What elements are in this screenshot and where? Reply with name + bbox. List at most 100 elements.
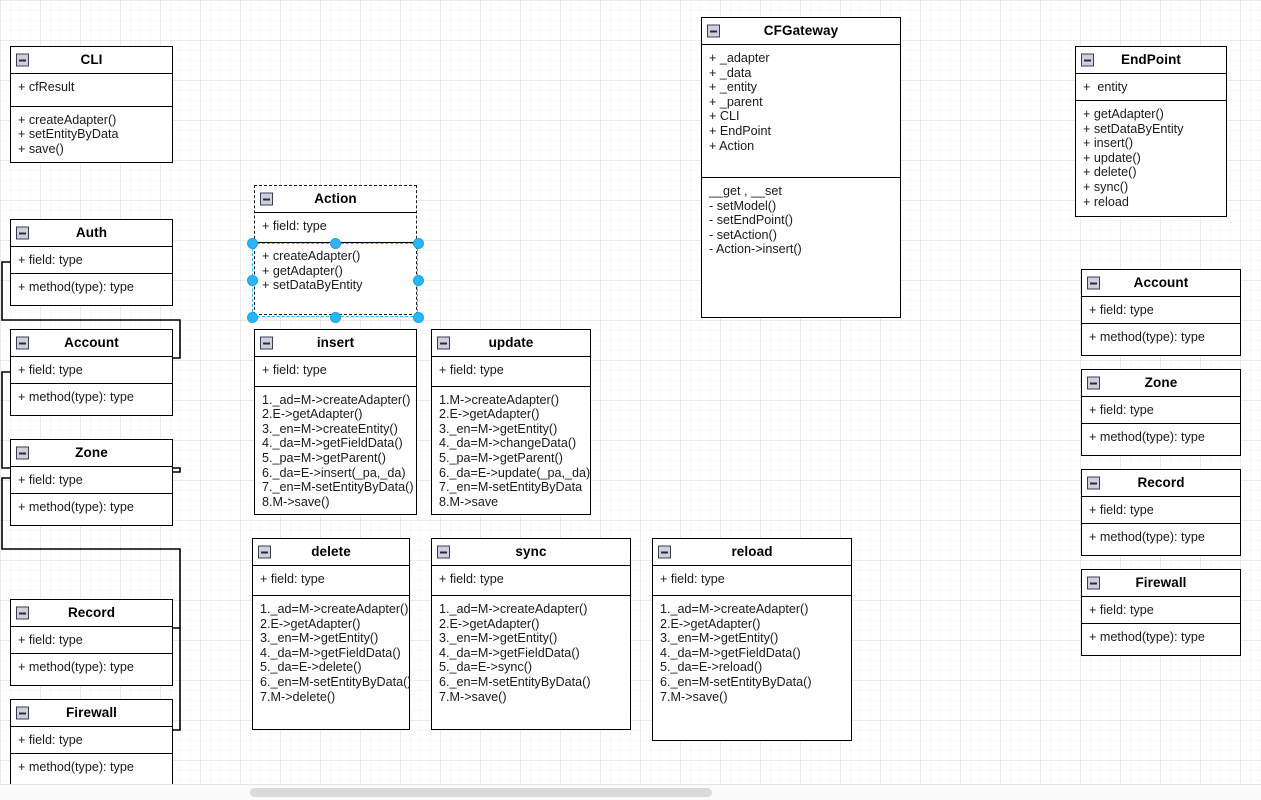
uml-class-zone-left[interactable]: Zone+ field: type + method(type): type: [10, 439, 173, 526]
uml-method: 6._en=M-setEntityByData(): [660, 674, 812, 689]
minus-square-icon[interactable]: [707, 24, 720, 38]
uml-methods-compartment: 1.M->createAdapter()2.E->getAdapter()3._…: [432, 386, 590, 514]
uml-method: - Action->insert(): [709, 242, 802, 257]
uml-class-record-left[interactable]: Record+ field: type+ method(type): type: [10, 599, 173, 686]
resize-handle-s[interactable]: [329, 311, 341, 323]
minus-square-icon[interactable]: [437, 545, 450, 559]
uml-method: + method(type): type: [18, 660, 134, 674]
resize-handle-n[interactable]: [329, 237, 341, 249]
uml-class-cfgateway[interactable]: CFGateway+ _adapter+ _data+ _entity+ _pa…: [701, 17, 901, 318]
uml-attributes-compartment: + field: type: [11, 467, 172, 494]
uml-attribute: + field: type: [18, 253, 83, 267]
uml-class-header: Zone: [1082, 370, 1240, 397]
horizontal-scrollbar[interactable]: [0, 784, 1261, 800]
minus-square-icon[interactable]: [658, 545, 671, 559]
uml-class-name: Record: [1137, 475, 1185, 491]
uml-class-name: Firewall: [1135, 575, 1187, 591]
resize-handle-nw[interactable]: [246, 237, 258, 249]
uml-methods-compartment: + method(type): type: [1082, 624, 1240, 655]
uml-method: 1._ad=M->createAdapter(): [660, 602, 809, 616]
uml-method: + setDataByEntity: [262, 278, 363, 293]
uml-method: 5._da=E->sync(): [439, 660, 533, 675]
uml-class-auth[interactable]: Auth + field: type + method(type): type: [10, 219, 173, 306]
uml-attribute: + field: type: [18, 363, 83, 377]
uml-class-action[interactable]: Action+ field: type+ createAdapter()+ ge…: [254, 185, 417, 315]
uml-class-name: Record: [67, 605, 116, 621]
uml-class-zone-right[interactable]: Zone+ field: type + method(type): type: [1081, 369, 1241, 456]
uml-attribute: + field: type: [1089, 303, 1154, 317]
uml-method: 3._en=M->getEntity(): [439, 421, 558, 436]
uml-class-name: Auth: [75, 225, 108, 241]
resize-handle-sw[interactable]: [246, 311, 258, 323]
uml-class-header: Auth: [11, 220, 172, 247]
uml-class-header: Action: [255, 186, 416, 213]
uml-method: 1._ad=M->createAdapter(): [260, 602, 409, 616]
uml-class-header: Zone: [11, 440, 172, 467]
uml-method: + method(type): type: [18, 390, 134, 404]
uml-attribute: + field: type: [1089, 503, 1154, 517]
minus-square-icon[interactable]: [260, 336, 273, 350]
uml-class-account-right[interactable]: Account+ field: type+ method(type): type: [1081, 269, 1241, 356]
uml-methods-compartment: + method(type): type: [11, 274, 172, 305]
uml-method: 5._da=E->reload(): [660, 660, 763, 675]
uml-method: + method(type): type: [18, 500, 134, 514]
minus-square-icon[interactable]: [1087, 276, 1100, 290]
uml-class-account-left[interactable]: Account+ field: type+ method(type): type: [10, 329, 173, 416]
uml-methods-compartment: + method(type): type: [11, 384, 172, 415]
connector-record-firewall[interactable]: [173, 628, 181, 731]
minus-square-icon[interactable]: [1081, 53, 1094, 67]
minus-square-icon[interactable]: [1087, 376, 1100, 390]
resize-handle-se[interactable]: [412, 311, 424, 323]
minus-square-icon[interactable]: [16, 336, 29, 350]
uml-method: + createAdapter(): [18, 112, 117, 127]
uml-attributes-compartment: + field: type: [11, 727, 172, 754]
uml-method: + reload: [1083, 194, 1129, 209]
minus-square-icon[interactable]: [437, 336, 450, 350]
uml-class-firewall-right[interactable]: Firewall+ field: type+ method(type): typ…: [1081, 569, 1241, 656]
uml-attributes-compartment: + field: type: [1082, 397, 1240, 424]
uml-method: 6._en=M-setEntityByData(): [439, 674, 591, 689]
uml-class-name: insert: [316, 335, 355, 351]
resize-handle-e[interactable]: [412, 274, 424, 286]
uml-methods-compartment: + createAdapter()+ setEntityByData+ save…: [11, 106, 172, 163]
minus-square-icon[interactable]: [1087, 576, 1100, 590]
uml-class-endpoint[interactable]: EndPoint+ entity+ getAdapter()+ setDataB…: [1075, 46, 1227, 217]
minus-square-icon[interactable]: [1087, 476, 1100, 490]
resize-handle-ne[interactable]: [412, 237, 424, 249]
uml-method: 4._da=M->changeData(): [439, 436, 577, 451]
uml-class-name: delete: [311, 544, 351, 560]
uml-method: 8.M->save: [439, 494, 499, 509]
horizontal-scrollbar-thumb[interactable]: [250, 788, 712, 797]
uml-method: 7._en=M-setEntityByData(): [262, 480, 414, 495]
uml-class-header: Firewall: [1082, 570, 1240, 597]
uml-method: + method(type): type: [1089, 430, 1205, 444]
uml-class-cli[interactable]: CLI+ cfResult+ createAdapter()+ setEntit…: [10, 46, 173, 163]
minus-square-icon[interactable]: [16, 446, 29, 460]
uml-class-record-right[interactable]: Record+ field: type+ method(type): type: [1081, 469, 1241, 556]
uml-methods-compartment: 1._ad=M->createAdapter()2.E->getAdapter(…: [253, 596, 409, 729]
minus-square-icon[interactable]: [16, 226, 29, 240]
minus-square-icon[interactable]: [16, 606, 29, 620]
minus-square-icon[interactable]: [16, 53, 29, 67]
uml-method: - setAction(): [709, 227, 777, 242]
resize-handle-w[interactable]: [246, 274, 258, 286]
uml-class-header: update: [432, 330, 590, 357]
minus-square-icon[interactable]: [260, 192, 273, 206]
minus-square-icon[interactable]: [16, 706, 29, 720]
uml-attributes-compartment: + entity: [1076, 74, 1226, 101]
uml-class-header: sync: [432, 539, 630, 566]
uml-method: + insert(): [1083, 136, 1134, 151]
uml-method: + getAdapter(): [1083, 107, 1164, 121]
uml-class-firewall-left[interactable]: Firewall+ field: type+ method(type): typ…: [10, 699, 173, 786]
uml-methods-compartment: + method(type): type: [11, 494, 172, 525]
minus-square-icon[interactable]: [258, 545, 271, 559]
uml-method: 2.E->getAdapter(): [262, 407, 363, 422]
uml-attribute: + _adapter: [709, 51, 770, 65]
uml-method: 6._da=E->insert(_pa,_da): [262, 465, 406, 480]
